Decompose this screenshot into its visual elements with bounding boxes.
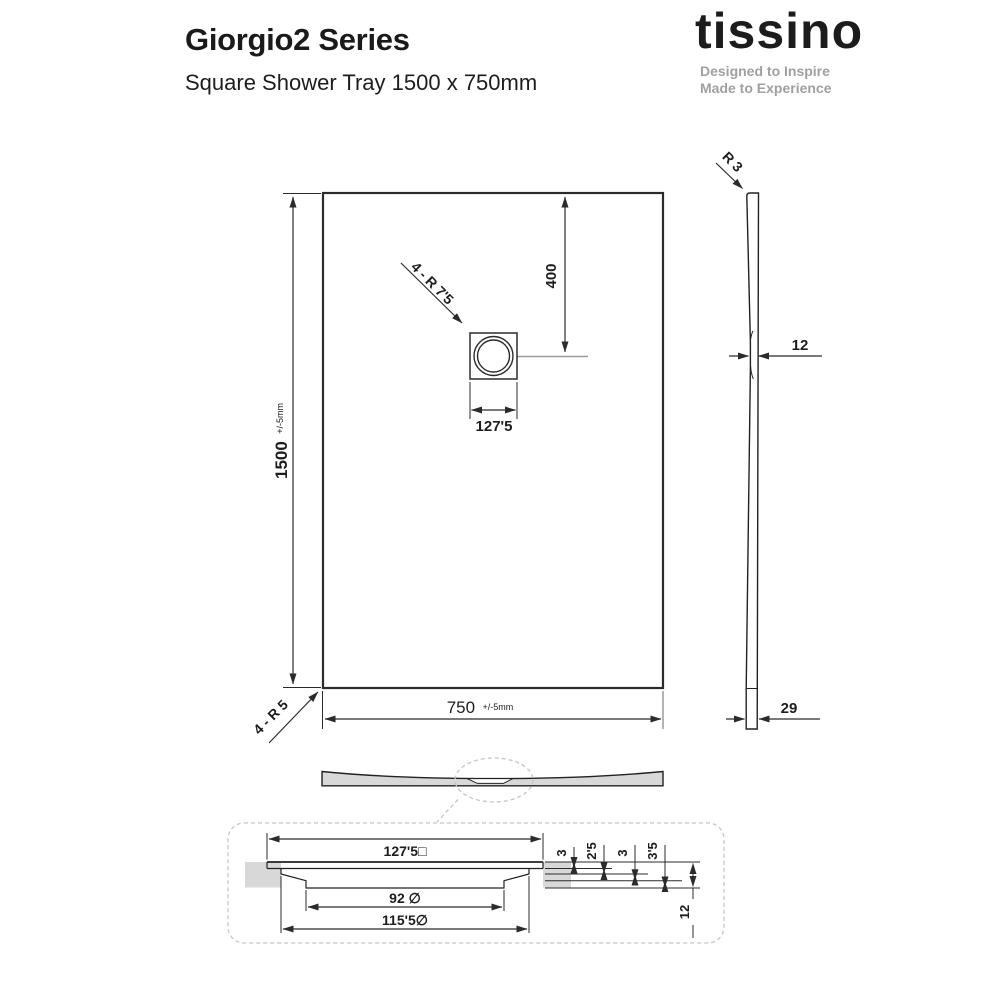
detail-body-right (543, 862, 571, 888)
svg-text:1500 +/-5mm: 1500 +/-5mm (272, 403, 291, 479)
dim-length-1500: 1500 +/-5mm (272, 193, 321, 688)
dim-width-750: 750 +/-5mm (322, 691, 664, 729)
page-title: Giorgio2 Series (185, 22, 410, 57)
detail-body-left (245, 862, 281, 888)
dim-centre-thickness: 12 (729, 337, 822, 360)
dim-recess-square-value: 127'5□ (384, 843, 427, 859)
dim-total-depth-value: 12 (677, 905, 692, 919)
dim-drain-width-value: 127'5 (476, 418, 513, 435)
dim-step-2: 2'5 (584, 842, 608, 880)
dim-recess-diameter-value: 115'5∅ (382, 912, 428, 928)
dim-step-4: 3'5 (645, 842, 669, 893)
side-profile (745, 192, 760, 730)
cross-section (321, 757, 664, 823)
dim-hole-diameter: 92 ∅ (305, 890, 505, 911)
detail-view: 127'5□ 3 (227, 822, 725, 944)
dim-drain-offset-value: 400 (543, 263, 560, 288)
drain-waste (469, 332, 518, 380)
dim-total-depth: 12 (677, 863, 697, 938)
dim-width-value: 750 (447, 698, 475, 717)
page-subtitle: Square Shower Tray 1500 x 750mm (185, 70, 538, 95)
dim-recess-diameter: 115'5∅ (280, 876, 530, 933)
detail-frame (227, 822, 725, 944)
edge-radius-callout: R 3 (715, 148, 746, 189)
drain-outer-circle (473, 335, 514, 377)
dim-width-tolerance: +/-5mm (483, 702, 514, 712)
brand-tagline: Designed to Inspire Made to Experience (700, 63, 832, 97)
dim-edge-thickness-value: 29 (781, 700, 798, 717)
svg-text:750 +/-5mm: 750 +/-5mm (447, 698, 514, 717)
section-drain-recess (466, 778, 514, 784)
detail-profile (266, 861, 544, 889)
side-view: R 3 12 29 (715, 148, 822, 730)
corner-radius-label: 4 - R 5 (250, 696, 291, 737)
dim-step-4-value: 3'5 (645, 842, 660, 860)
detail-circle (454, 757, 534, 803)
drain-inner-circle (476, 339, 511, 373)
tray-outline (321, 191, 665, 690)
detail-leader (436, 799, 459, 823)
dim-edge-thickness: 29 (726, 700, 820, 723)
dim-step-1: 3 (554, 847, 578, 874)
brand-tagline-line2: Made to Experience (700, 80, 832, 96)
brand-tagline-line1: Designed to Inspire (700, 63, 830, 79)
dim-step-3-value: 3 (615, 849, 630, 856)
dim-recess-square: 127'5□ (266, 833, 544, 860)
dim-step-1-value: 3 (554, 849, 569, 856)
dim-length-value: 1500 (272, 441, 291, 479)
dim-length-tolerance: +/-5mm (275, 403, 285, 434)
plan-view: 1500 +/-5mm 750 +/-5mm 400 (250, 191, 665, 744)
brand-logo: tissino (695, 3, 864, 59)
dim-step-2-value: 2'5 (584, 842, 599, 860)
edge-radius-label: R 3 (719, 148, 746, 175)
dim-step-3: 3 (615, 845, 639, 886)
dim-centre-thickness-value: 12 (792, 337, 809, 354)
side-profile-recess-curves (749, 330, 754, 380)
dim-drain-width: 127'5 (469, 382, 518, 435)
dim-hole-diameter-value: 92 ∅ (389, 890, 421, 906)
corner-radius-callout: 4 - R 5 (250, 691, 319, 744)
